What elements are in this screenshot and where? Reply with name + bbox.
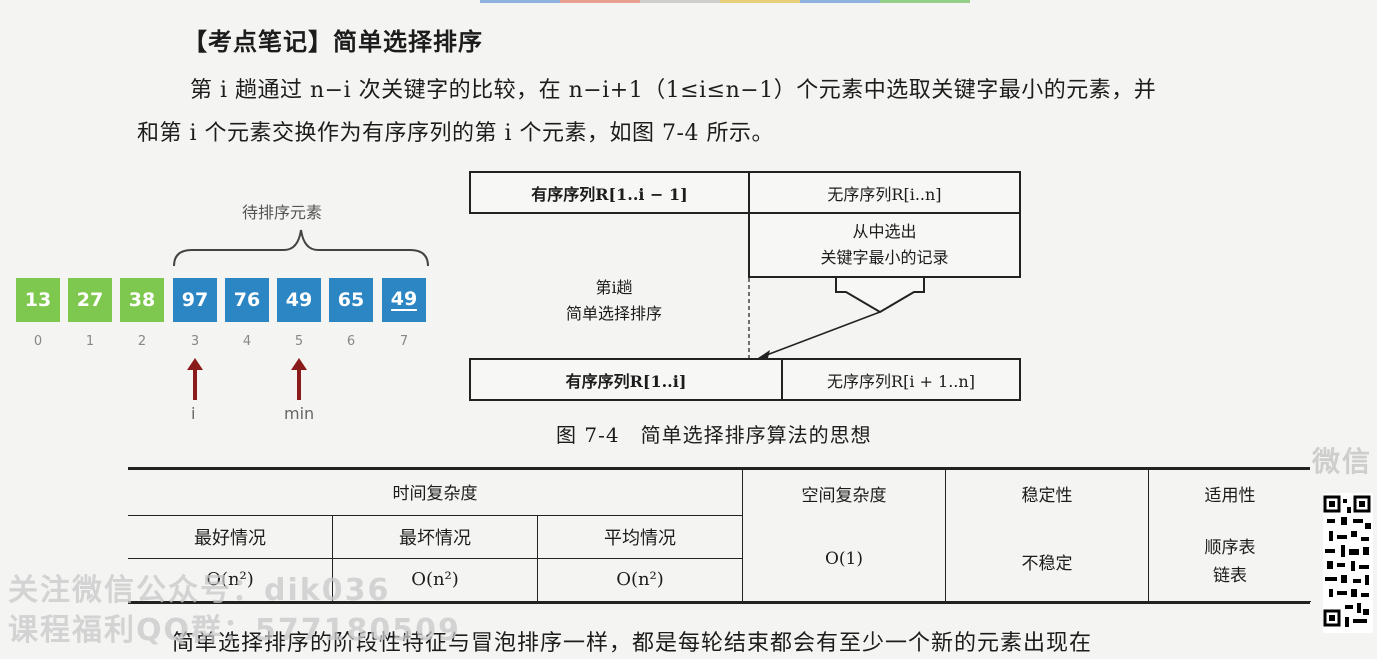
array-index: 4 (242, 334, 252, 349)
pass-label: 第i趟 简单选择排序 (566, 275, 662, 327)
brace-label: 待排序元素 (242, 203, 323, 222)
figure-caption: 图 7-4 简单选择排序算法的思想 (556, 423, 872, 447)
select-line-2: 关键字最小的记录 (820, 248, 949, 267)
applicability-value-2: 链表 (1213, 566, 1247, 587)
watermark-line-1: 关注微信公众号：dik036 (8, 573, 391, 608)
arrow-up-icon (291, 358, 307, 400)
diagram-connectors (748, 278, 925, 358)
array-index: 3 (190, 334, 200, 349)
watermark-right: 微信 (1312, 445, 1373, 478)
best-case-value: O(n²) (128, 557, 333, 601)
pass-line-1: 第i趟 (595, 278, 633, 297)
array-cell: 49 (277, 278, 321, 322)
tab-strip-segment (560, 0, 650, 3)
space-header-text: 空间复杂度 (801, 486, 887, 507)
array-cell: 49 (382, 278, 426, 322)
average-case-value: O(n²) (537, 557, 743, 601)
tab-strip-segment (720, 0, 810, 3)
paragraph-line-1: 第 i 趟通过 n−i 次关键字的比较，在 n−i+1（1≤i≤n−1）个元素中… (190, 78, 1157, 103)
time-complexity-header: 时间复杂度 (128, 468, 743, 516)
applicability-header-text: 适用性 (1204, 486, 1256, 507)
stability-value: 不稳定 (1021, 554, 1073, 575)
average-case-header: 平均情况 (537, 514, 743, 559)
array-cell: 13 (16, 278, 60, 322)
complexity-table: 时间复杂度 空间复杂度 O(1) 稳定性 不稳定 适用性 顺序表 链表 最好情况… (128, 468, 1311, 602)
array-index: 1 (85, 334, 95, 349)
pointer-i-label: i (191, 404, 196, 423)
tab-strip-segment (480, 0, 570, 3)
applicability-header: 适用性 顺序表 链表 (1148, 468, 1311, 602)
worst-case-value: O(n²) (332, 557, 538, 601)
brace-icon (173, 229, 429, 267)
array-index: 6 (346, 334, 356, 349)
space-complexity-header: 空间复杂度 O(1) (742, 468, 946, 602)
array-index: 5 (294, 334, 304, 349)
worst-case-header: 最坏情况 (332, 514, 538, 559)
array-cell: 38 (120, 278, 164, 322)
qr-code-icon (1323, 493, 1373, 633)
paragraph-line-2: 和第 i 个元素交换作为有序序列的第 i 个元素，如图 7-4 所示。 (137, 121, 774, 146)
applicability-value-1: 顺序表 (1204, 538, 1256, 559)
array-cell: 97 (173, 278, 217, 322)
select-min-box: 从中选出 关键字最小的记录 (748, 212, 1021, 278)
unsorted-region-before: 无序序列R[i..n] (748, 171, 1021, 214)
stability-header-text: 稳定性 (1021, 486, 1073, 507)
pointer-min-label: min (284, 404, 315, 423)
connector-line (763, 311, 881, 357)
best-case-header: 最好情况 (128, 514, 333, 559)
tab-strip-segment (880, 0, 970, 3)
array-cell: 65 (329, 278, 373, 322)
array-index: 2 (137, 334, 147, 349)
array-cell: 76 (225, 278, 269, 322)
stability-header: 稳定性 不稳定 (945, 468, 1149, 602)
tab-strip-segment (800, 0, 890, 3)
array-cell: 27 (68, 278, 112, 322)
sorted-region-before: 有序序列R[1..i − 1] (469, 171, 750, 214)
section-heading: 【考点笔记】简单选择排序 (183, 28, 483, 56)
array-index: 0 (33, 334, 43, 349)
tab-strip-segment (640, 0, 730, 3)
table-bottom-rule (128, 601, 1310, 604)
down-arrow-shape (835, 278, 925, 314)
arrow-up-icon (187, 358, 203, 400)
array-index: 7 (399, 334, 409, 349)
connector-arrowhead (758, 350, 770, 358)
unsorted-region-after: 无序序列R[i + 1..n] (781, 358, 1021, 401)
space-value: O(1) (824, 549, 864, 570)
footer-sentence: 简单选择排序的阶段性特征与冒泡排序一样，都是每轮结束都会有至少一个新的元素出现在 (172, 631, 1093, 656)
watermark-line-2: 课程福利QQ群：577180509 (8, 613, 461, 648)
pass-line-2: 简单选择排序 (566, 304, 663, 323)
select-line-1: 从中选出 (852, 222, 917, 241)
sorted-region-after: 有序序列R[1..i] (469, 358, 783, 401)
